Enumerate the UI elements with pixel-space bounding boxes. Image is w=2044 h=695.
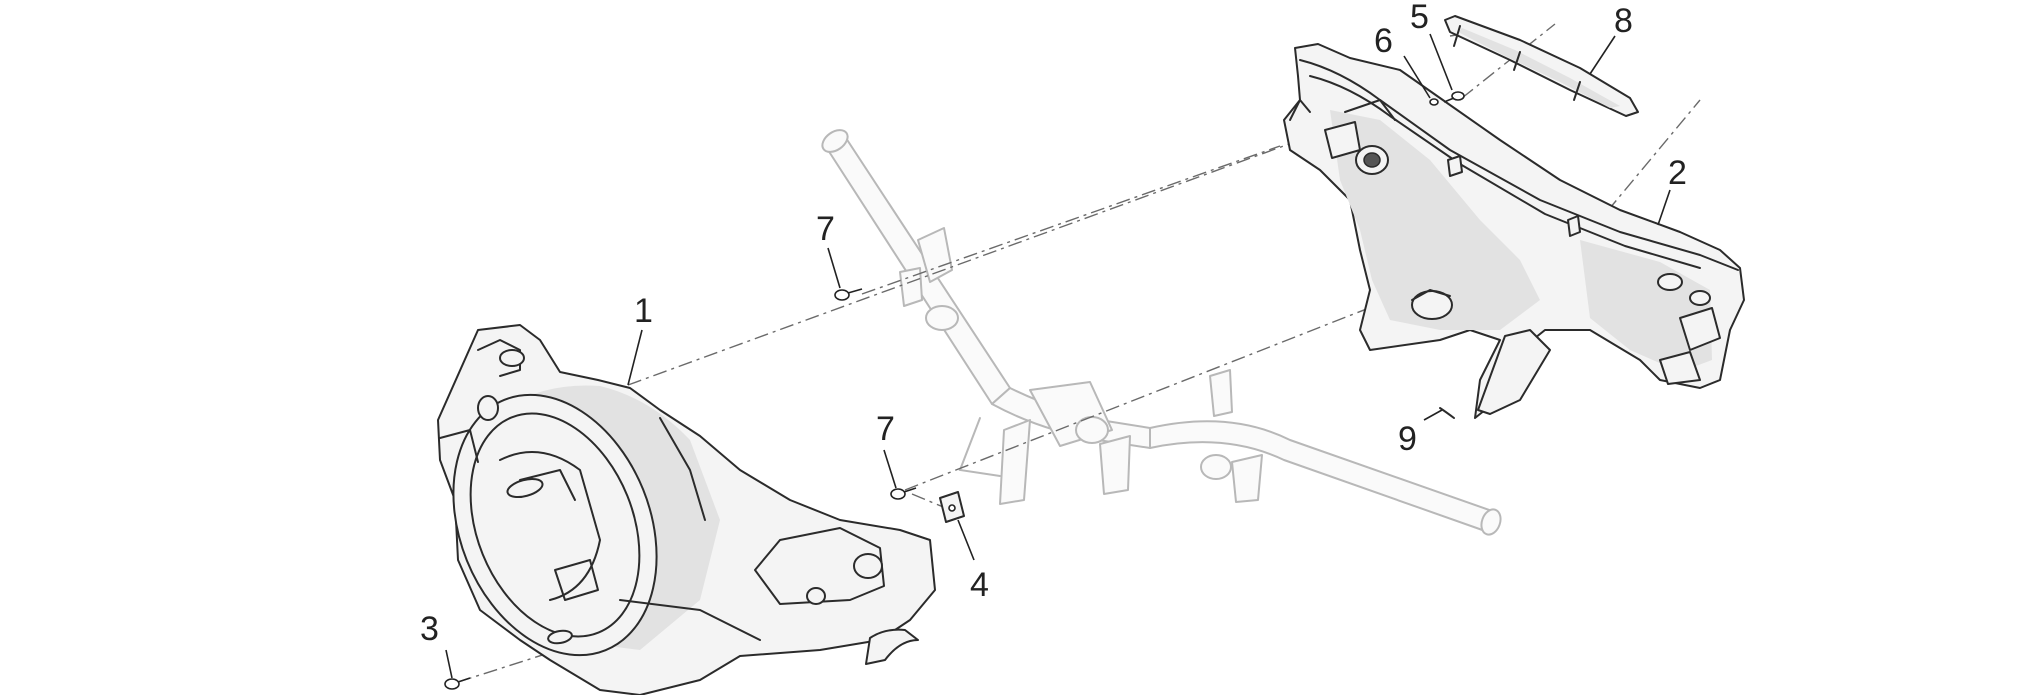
callout-7-upper: 7: [816, 210, 835, 248]
front-handlebar-cover: [437, 324, 936, 695]
cage-nut: [939, 491, 965, 523]
washer-6: [1429, 98, 1439, 106]
screw-7-upper: [834, 288, 863, 301]
callout-3: 3: [420, 610, 439, 648]
callout-7-lower: 7: [876, 410, 895, 448]
callout-4: 4: [970, 566, 989, 604]
handlebar-tube: [821, 129, 1502, 536]
rear-handlebar-cover: [1283, 43, 1745, 419]
callout-9: 9: [1398, 420, 1417, 458]
top-trim-strip: [1444, 15, 1639, 117]
screw-5: [1443, 91, 1465, 103]
callout-6: 6: [1374, 22, 1393, 60]
callout-leaders: [445, 33, 1671, 679]
clip-part: [1439, 407, 1455, 419]
callout-1: 1: [634, 292, 653, 330]
screw-7-lower: [890, 487, 917, 500]
screw-3: [444, 677, 471, 690]
callout-5: 5: [1410, 0, 1429, 36]
callout-8: 8: [1614, 2, 1633, 40]
callout-2: 2: [1668, 154, 1687, 192]
callout-labels: 1 2 3 4 5 6 7 7 8 9: [420, 0, 1687, 648]
